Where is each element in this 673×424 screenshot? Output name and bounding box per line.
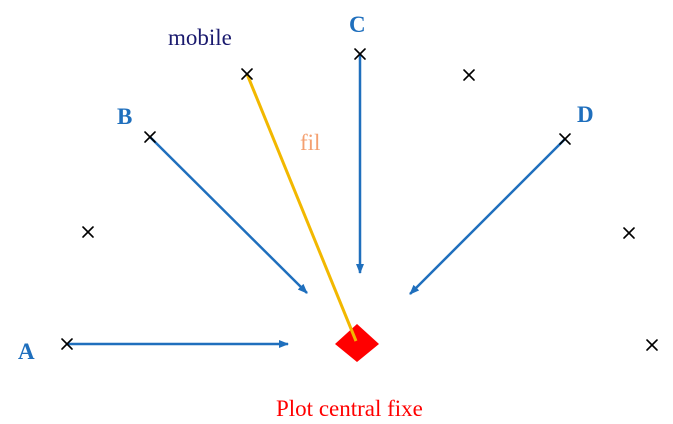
central-plot-diamond	[335, 324, 379, 362]
cross-mobile	[241, 68, 253, 80]
label-a: A	[18, 339, 35, 364]
cross-right	[623, 227, 635, 239]
cross-top-right	[463, 69, 475, 81]
arrow-d	[409, 138, 566, 295]
cross-bottom-right	[646, 339, 658, 351]
cross-b	[144, 131, 156, 143]
label-d: D	[577, 102, 594, 127]
label-c: C	[349, 12, 366, 37]
cross-a	[61, 338, 73, 350]
arrow-b	[149, 136, 308, 294]
label-mobile: mobile	[168, 25, 232, 50]
fil-line	[245, 73, 358, 342]
label-fil: fil	[300, 130, 320, 155]
cross-d	[559, 133, 571, 145]
cross-c	[354, 48, 366, 60]
label-b: B	[117, 104, 132, 129]
label-plot-central: Plot central fixe	[276, 396, 423, 421]
cross-left	[82, 226, 94, 238]
